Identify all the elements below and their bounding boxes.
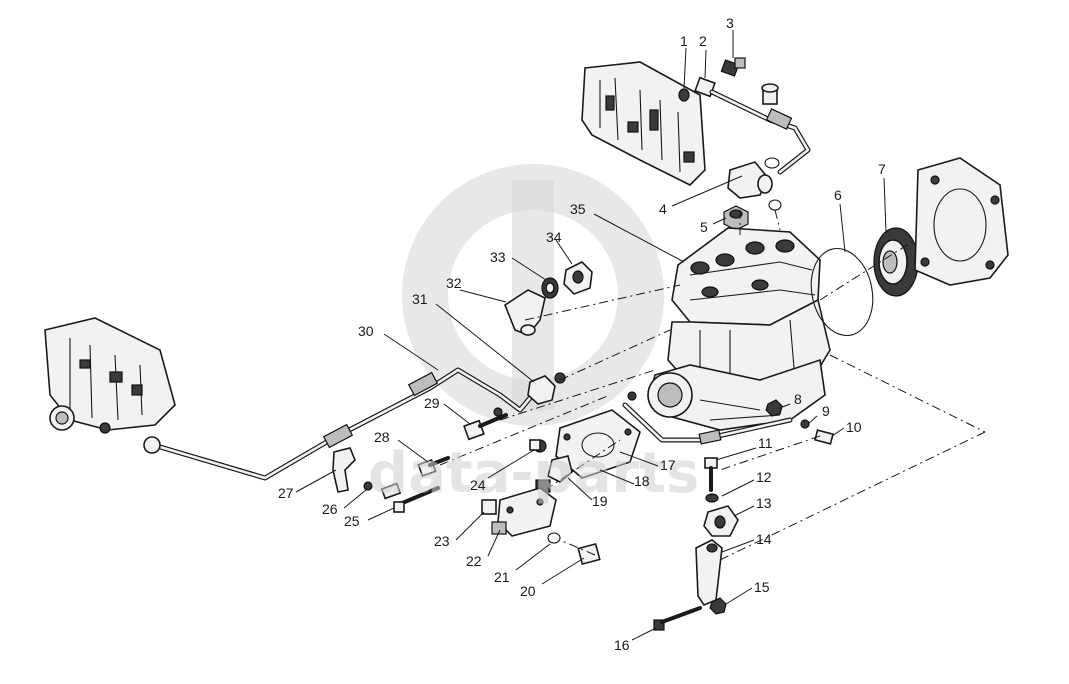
callout-13: 13 [756,495,772,511]
callout-1: 1 [680,33,688,49]
callout-34: 34 [546,229,562,245]
bolt-29 [463,407,508,441]
bolt-28 [417,456,450,478]
callout-15: 15 [754,579,770,595]
union-34 [563,261,593,295]
gasket-ring-6 [810,247,874,337]
long-pipe-30 [143,367,538,481]
washer-12 [705,493,719,503]
callout-2: 2 [699,33,707,49]
flange-plate [914,157,1009,286]
bolt-11 [704,457,718,492]
clamp-13 [703,505,739,537]
callout-27: 27 [278,485,294,501]
callout-22: 22 [466,553,482,569]
fittings-8-9-10 [765,399,835,445]
callout-31: 31 [412,291,428,307]
washer-33 [541,277,559,299]
callout-28: 28 [374,429,390,445]
elbow-32 [504,289,546,336]
callout-7: 7 [878,161,886,177]
fitting-31 [527,372,566,405]
callout-18: 18 [634,473,650,489]
callout-21: 21 [494,569,510,585]
callout-labels: 1 2 3 4 5 6 7 8 9 10 11 12 13 14 15 16 1… [278,15,886,653]
callout-25: 25 [344,513,360,529]
oil-pipe-11 [622,391,793,445]
callout-30: 30 [358,323,374,339]
compressor-body-35 [647,227,831,431]
callout-35: 35 [570,201,586,217]
callout-4: 4 [659,201,667,217]
callout-33: 33 [490,249,506,265]
mounting-bracket [581,61,706,186]
callout-19: 19 [592,493,608,509]
callout-leaders [295,30,887,641]
callout-14: 14 [756,531,772,547]
callout-8: 8 [794,391,802,407]
callout-10: 10 [846,419,862,435]
callout-17: 17 [660,457,676,473]
callout-16: 16 [614,637,630,653]
callout-32: 32 [446,275,462,291]
callout-26: 26 [322,501,338,517]
plug-20-washer-21 [547,532,601,566]
callout-24: 24 [470,477,486,493]
pump-unit [44,317,176,434]
fitting-24 [529,439,547,453]
callout-29: 29 [424,395,440,411]
callout-11: 11 [758,435,773,451]
callout-9: 9 [822,403,830,419]
nut-5 [723,205,749,231]
callout-3: 3 [726,15,734,31]
callout-5: 5 [700,219,708,235]
callout-12: 12 [756,469,772,485]
valve-block-22 [481,487,557,537]
bolts-25-26 [363,481,440,513]
upper-air-pipe [709,83,811,175]
bolt-16 [653,606,702,631]
bracket-14 [695,539,723,606]
bracket-arm-27 [332,447,356,493]
callout-6: 6 [834,187,842,203]
nut-15 [709,597,727,615]
cover-plate-17 [555,409,641,479]
watermark-text: data-parts [368,441,699,506]
callout-20: 20 [520,583,536,599]
elbow-fitting-4 [727,157,782,211]
assembly-lines [439,209,986,561]
callout-23: 23 [434,533,450,549]
